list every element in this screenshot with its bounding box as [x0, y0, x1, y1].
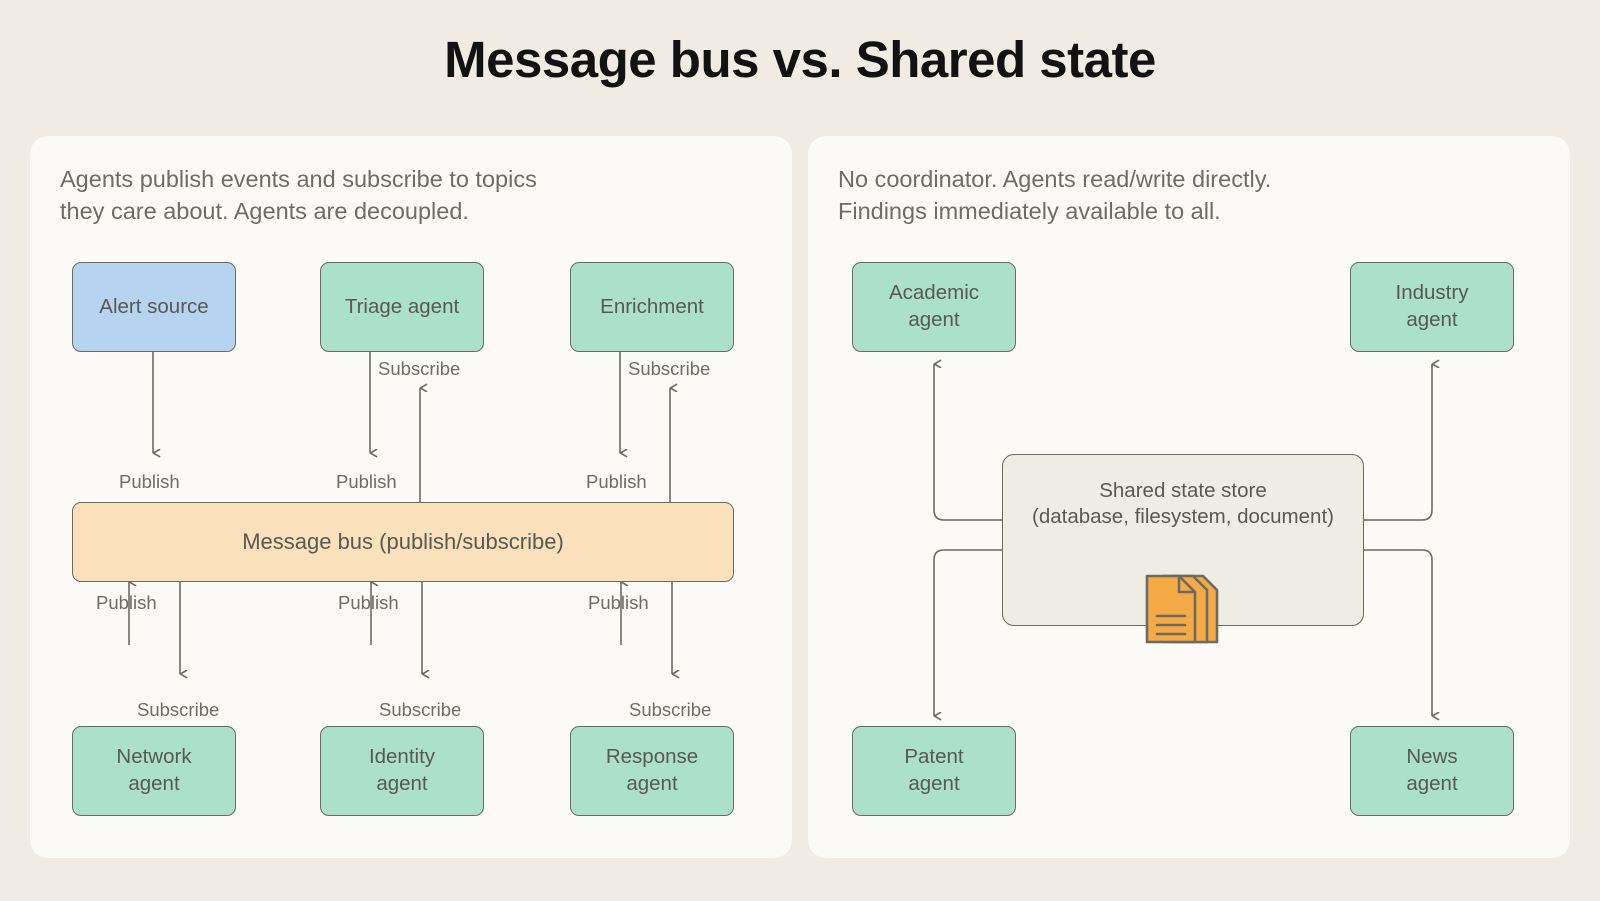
node-response-agent[interactable]: Response agent — [570, 726, 734, 816]
node-industry-agent[interactable]: Industry agent — [1350, 262, 1514, 352]
node-triage-agent[interactable]: Triage agent — [320, 262, 484, 352]
edge-label-publish-triage: Publish — [336, 471, 397, 492]
document-stack-icon — [1137, 543, 1229, 657]
edge-label-publish-identity: Publish — [338, 592, 399, 613]
node-identity-agent[interactable]: Identity agent — [320, 726, 484, 816]
edge-label-subscribe-response: Subscribe — [629, 699, 712, 720]
node-shared-state-store[interactable]: Shared state store (database, filesystem… — [1002, 454, 1364, 643]
node-alert-source[interactable]: Alert source — [72, 262, 236, 352]
edge-label-subscribe-enrichment: Subscribe — [628, 358, 711, 379]
edge-label-publish-network: Publish — [96, 592, 157, 613]
page-title: Message bus vs. Shared state — [444, 31, 1156, 88]
edge-label-publish-alert: Publish — [119, 471, 180, 492]
edge-label-publish-enrichment: Publish — [586, 471, 647, 492]
edge-label-subscribe-identity: Subscribe — [379, 699, 462, 720]
node-academic-agent[interactable]: Academic agent — [852, 262, 1016, 352]
node-network-agent[interactable]: Network agent — [72, 726, 236, 816]
panel-shared-state: No coordinator. Agents read/write direct… — [808, 136, 1570, 858]
node-news-agent[interactable]: News agent — [1350, 726, 1514, 816]
edge-label-subscribe-triage: Subscribe — [378, 358, 461, 379]
right-panel-description: No coordinator. Agents read/write direct… — [838, 166, 1272, 224]
node-enrichment[interactable]: Enrichment — [570, 262, 734, 352]
store-label-line2: (database, filesystem, document) — [1032, 505, 1334, 528]
node-message-bus[interactable]: Message bus (publish/subscribe) — [72, 502, 734, 582]
node-patent-agent[interactable]: Patent agent — [852, 726, 1016, 816]
edge-label-subscribe-network: Subscribe — [137, 699, 220, 720]
store-label-line1: Shared state store — [1099, 479, 1267, 502]
edge-label-publish-response: Publish — [588, 592, 649, 613]
panel-message-bus: Agents publish events and subscribe to t… — [30, 136, 792, 858]
right-panel-connectors — [933, 136, 1570, 858]
left-panel-description: Agents publish events and subscribe to t… — [60, 166, 537, 224]
left-panel-connectors — [128, 351, 792, 858]
